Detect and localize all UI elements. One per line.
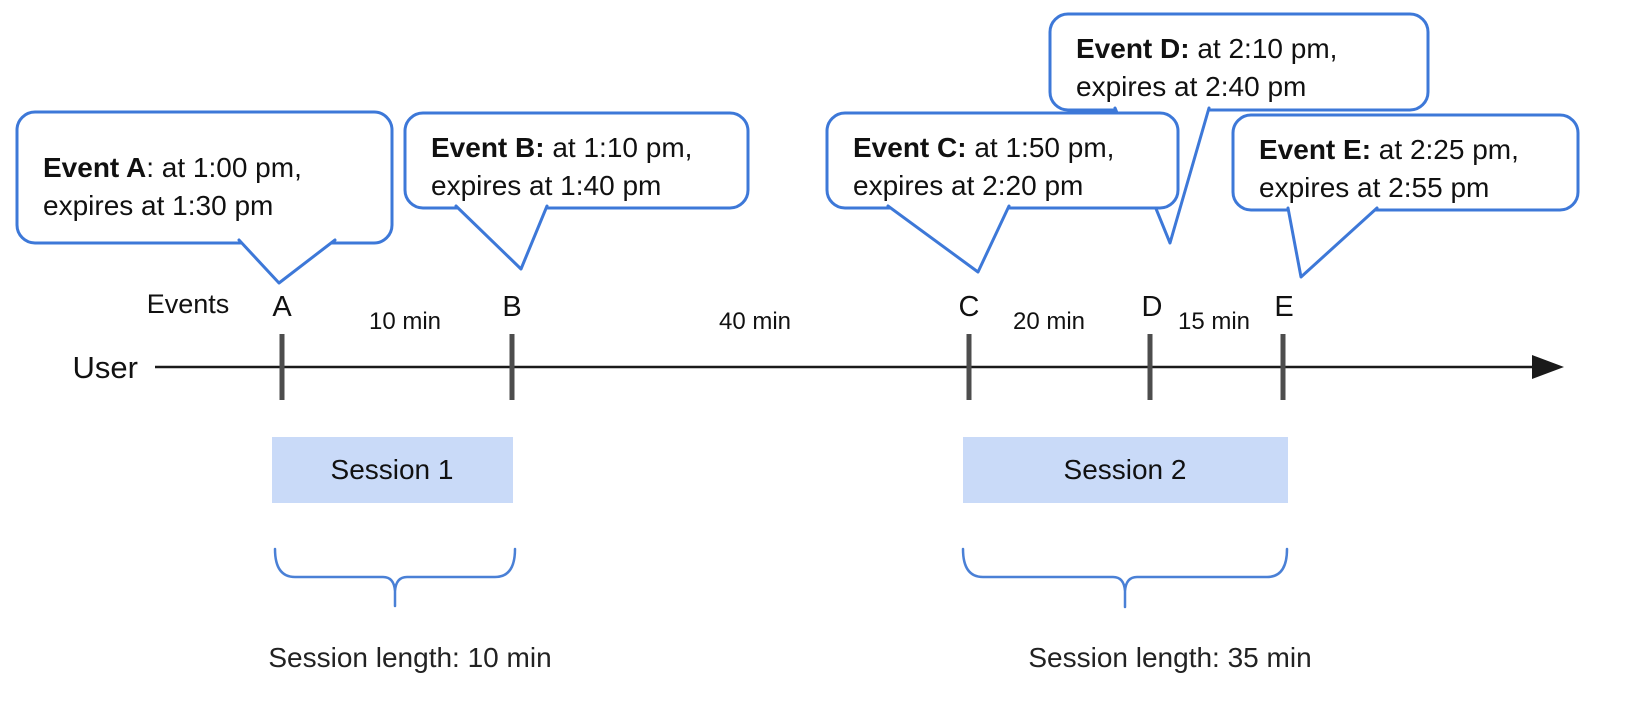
session-1-box <box>272 437 513 503</box>
callout-a-line2: expires at 1:30 pm <box>43 190 273 221</box>
callout-bubble-b <box>403 111 750 210</box>
user-axis-label: User <box>73 350 138 385</box>
session-2-group: Session 2 Session length: 35 min <box>961 437 1312 673</box>
callout-tail-b <box>454 204 549 271</box>
callout-e-line2: expires at 2:55 pm <box>1259 172 1489 203</box>
events-row-label: Events <box>147 289 230 319</box>
callout-b-line1: Event B: at 1:10 pm, <box>431 132 692 163</box>
interval-d-e: 15 min <box>1178 308 1250 335</box>
callout-d-title: Event D: <box>1076 33 1190 64</box>
callout-d-line1: Event D: at 2:10 pm, <box>1076 33 1337 64</box>
event-tick-d <box>1147 334 1153 400</box>
callout-bubble-d <box>1048 12 1430 112</box>
timeline-axis: User Events A B C D E 10 min 40 min 20 m… <box>73 289 1564 400</box>
callout-event-b: Event B: at 1:10 pm, expires at 1:40 pm <box>403 111 750 271</box>
session-2-length-label: Session length: 35 min <box>1028 642 1311 673</box>
event-letter-a: A <box>272 291 292 323</box>
callout-bubble-a <box>15 110 394 245</box>
callout-event-a: Event A: at 1:00 pm, expires at 1:30 pm <box>15 110 394 285</box>
callout-tail-c <box>886 204 1011 274</box>
session-2-brace <box>961 547 1289 609</box>
callout-tail-e <box>1286 206 1379 279</box>
callout-event-c: Event C: at 1:50 pm, expires at 2:20 pm <box>825 111 1180 274</box>
callout-bubble-e <box>1231 113 1580 212</box>
interval-b-c: 40 min <box>719 308 791 335</box>
callout-e-time: at 2:25 pm, <box>1371 134 1519 165</box>
callout-b-line2: expires at 1:40 pm <box>431 170 661 201</box>
event-letter-c: C <box>959 291 980 323</box>
arrow-right-icon <box>1532 355 1564 379</box>
session-1-group: Session 1 Session length: 10 min <box>268 437 552 673</box>
event-tick-a <box>279 334 285 400</box>
callout-c-title: Event C: <box>853 132 967 163</box>
callout-a-time: : at 1:00 pm, <box>146 152 302 183</box>
session-1-brace <box>273 547 517 608</box>
callout-tail-a <box>237 238 337 285</box>
callout-event-d: Event D: at 2:10 pm, expires at 2:40 pm <box>1048 12 1430 245</box>
session-1-length-label: Session length: 10 min <box>268 642 551 673</box>
callout-e-title: Event E: <box>1259 134 1371 165</box>
event-tick-c <box>966 334 972 400</box>
callout-e-line1: Event E: at 2:25 pm, <box>1259 134 1519 165</box>
callout-b-time: at 1:10 pm, <box>545 132 693 163</box>
session-1-label: Session 1 <box>331 454 454 485</box>
event-letter-d: D <box>1142 291 1163 323</box>
event-tick-b <box>509 334 515 400</box>
callout-a-title: Event A <box>43 152 146 183</box>
event-letter-e: E <box>1274 291 1293 323</box>
interval-a-b: 10 min <box>369 308 441 335</box>
callout-d-line2: expires at 2:40 pm <box>1076 71 1306 102</box>
callout-d-time: at 2:10 pm, <box>1190 33 1338 64</box>
session-2-box <box>963 437 1288 503</box>
callout-c-time: at 1:50 pm, <box>967 132 1115 163</box>
event-letter-b: B <box>502 291 521 323</box>
callout-event-e: Event E: at 2:25 pm, expires at 2:55 pm <box>1231 113 1580 279</box>
callout-c-line1: Event C: at 1:50 pm, <box>853 132 1114 163</box>
callout-c-line2: expires at 2:20 pm <box>853 170 1083 201</box>
event-tick-e <box>1280 334 1286 400</box>
callout-b-title: Event B: <box>431 132 545 163</box>
callout-a-line1: Event A: at 1:00 pm, <box>43 152 302 183</box>
session-2-label: Session 2 <box>1064 454 1187 485</box>
interval-c-d: 20 min <box>1013 308 1085 335</box>
